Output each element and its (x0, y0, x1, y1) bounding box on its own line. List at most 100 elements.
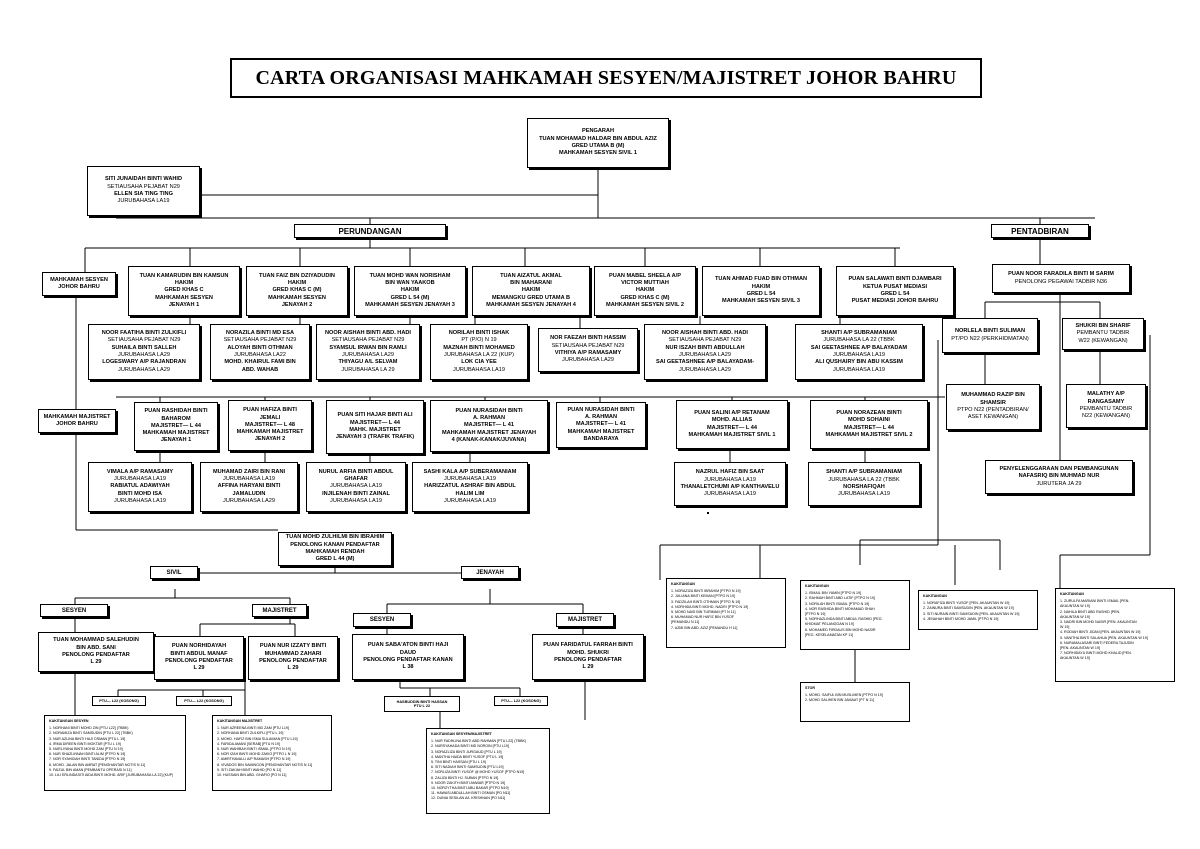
list-item: 3. NORAZLIZA BINTI JURGAUD [PTU L 19] (431, 749, 502, 754)
box-line: JURUBAHASA LA29 (223, 497, 275, 504)
list-item: 5. NURLIYANA BINTI MOHD ZAM [PTU N 19] (49, 747, 123, 752)
list-item: [PEMANDU N 11] (671, 620, 700, 625)
box-line: AFFINA HARYANI BINTI (217, 483, 281, 490)
box-line: PUAN SALINI A/P RETANAM (694, 409, 770, 416)
list-item: AKAUNTAN W 19] (1060, 656, 1090, 661)
list-item: 11. HAWASI ABDULLAH BINTI OSMAN [PO N11] (431, 791, 511, 796)
box-line: MAJISTRET— L 48 (245, 421, 295, 428)
box-line: MOHD SOHAINI (848, 417, 890, 424)
box-line: A. RAHMAN (584, 414, 617, 421)
box-line: MUHAMAD ZAIRI BIN RANI (212, 468, 286, 475)
list-header: KAKITANGAN (1060, 592, 1084, 596)
box-line: VITHIYA A/P RAMASAMY (554, 350, 622, 356)
box-line: MAJISTRET— L 44 (151, 422, 201, 429)
box-line: BANDARAYA (583, 435, 619, 442)
list-item: 5. NUR WAHIBAH BINTI ISMAIL [PTPO N 19] (217, 747, 291, 752)
box-line: MAHKAMAH SESYEN JENAYAH 4 (486, 301, 576, 308)
box-line: SAI GEETASHNEE A/P BALAYADAM (810, 344, 908, 351)
box-line: JURUBAHASA LA19 (114, 476, 166, 483)
list-item: 9. FAIZUL BIN AMAN [PEMBANTU OPERASI N 1… (49, 767, 132, 772)
list-item: 9. SITI ZAKIAH BINTI WAHID [PO N 11] (217, 767, 282, 772)
list-item: 2. NAHILA BINTI ABD RASHID [PEN. (1060, 609, 1121, 614)
list-item: 2. MOHD SALIHEN BIN JAMAAT [PT N 11] (805, 698, 875, 703)
box-line: JENAYAH 3 (TRAFIK TRAFIK) (335, 434, 415, 441)
list-item: 6. SITI NADIAH BINTI SAMSUDIN [PTU L19] (431, 765, 504, 770)
box-line: SETIAUSAHA PEJABAT N29 (107, 183, 180, 190)
list-header: KAKITANGAN MAJISTRET (217, 719, 263, 723)
box-line: GRED L 54 (880, 291, 910, 297)
box-line: PENOLONG PENDAFTAR (554, 657, 622, 663)
list-item: 12. DUNIA SESILAN A/L KRISHNAN [PO N11] (431, 796, 506, 801)
box-line: MAJISTRET— L 44 (350, 419, 400, 426)
ptu-kosong-3: PTU— L22 (KOSONG) (494, 696, 548, 706)
box-line: JURUBAHASA LA19 (704, 476, 756, 483)
box-line: MAHKAMAH SESYEN (268, 294, 326, 301)
box-line: BIN MAHARANI (510, 280, 552, 287)
box-line: MAHKAMAH MAJISTRET (43, 413, 111, 420)
list-item: 2. RAHMAH BINTI ABD LATIF [PTPO N 19] (805, 596, 875, 601)
list-item: 5. MOHD NASI BIN TURIMAN [PT N 11] (671, 610, 736, 615)
list-item: 3. NADRI BIN MOHD NASIR [PEN. AKAUNTAN (1060, 620, 1137, 625)
box-line: MOHD. ALLIAS (711, 417, 753, 424)
box-line: JURUBAHASA LA19 (453, 366, 505, 373)
box-line: JURUBAHASA LA19 (704, 491, 756, 498)
list-item: 10. LILI ERLINDASITI AIDA BINTI MOHD. AR… (49, 773, 174, 778)
box-line: PUAN FARIDATUL FARRAH BINTI (543, 642, 633, 649)
box-line: HAKIM (635, 287, 655, 294)
list-item: 3. MOHD. HAFIZ BIN ISMA SULAIMAN [PTU L1… (217, 736, 298, 741)
box-line: JURUBAHASA LA29 (679, 366, 731, 373)
box-line: GRED KHAS C (M) (620, 294, 670, 301)
box-line: MAHKAMAH SESYEN SIVIL 1 (559, 150, 637, 157)
ptu-kosong-1-text: PTU— L22 (KOSONG) (99, 699, 139, 703)
box-line: SYAMSUL IRWAN BIN RAMLI (329, 344, 407, 351)
box-line: MAHKAMAH SESYEN JENAYAH 3 (365, 301, 455, 308)
box-line: JURUBAHASA LA29 (342, 352, 394, 358)
box-line: NOOR FAATIHA BINTI ZULKIFLI (101, 330, 187, 337)
box-line: JURUBAHASA LA22 (234, 352, 286, 358)
box-line: PUAN SITI HAJAR BINTI ALI (337, 412, 413, 419)
box-line: THANALETCHUMI A/P KANTHAVELU (680, 484, 780, 490)
box-line: PUAN NUR IZZATY BINTI (259, 643, 327, 650)
box-line: HAKIM (751, 283, 771, 290)
list-item: AKAUNTAN W 19] (1060, 614, 1090, 619)
list-item: 4. MANTHA HAIDA BINTI YUSOF [PTU L 19] (431, 754, 504, 759)
box-line: PUAN MABEL SHEELA A/P (609, 272, 681, 279)
box-line: MAJISTRET— L 41 (576, 421, 626, 428)
box-line: MAHKAMAH SESYEN (155, 294, 213, 301)
list-item: 1. NORAFIZA BINTI YUSOF [PEN. AKAUNTAN W… (923, 601, 1010, 606)
box-line: JURUBAHASA LA19 (444, 497, 496, 504)
box-line: NORLELA BINTI SULIMAN (954, 328, 1026, 335)
list-item: 3. FADZILAH BINTI OTHMAN [PTPO N 19] (671, 599, 741, 604)
box-line: MAHKAMAH MAJISTRET (236, 429, 304, 436)
box-line: JURUBAHASA LA19 (223, 476, 275, 483)
box-line: JEMALI (259, 414, 281, 421)
box-line: MAHKAMAH SESYEN SIVIL 3 (722, 298, 800, 305)
box-line: PENOLONG KANAN PENDAFTAR (290, 541, 380, 548)
list-item: AKAUNTAN W 19] (1060, 604, 1090, 609)
box-line: GRED UTAMA B (M) (571, 143, 625, 149)
box-line: INJILENAH BINTI ZAINAL (322, 490, 390, 497)
box-line: JENAYAH 2 (254, 436, 286, 443)
box-line: VIMALA A/P RAMASAMY (106, 468, 174, 475)
list-kakitangan-majistret-sivil: KAKITANGAN MAJISTRET 1. NUR AZREENA BINTI… (212, 715, 332, 791)
box-line: NOOR AISHAH BINTI ABD. HADI (662, 330, 748, 337)
list-item: 1. NUR AZREENA BINTI MD ZAM [PTU L19] (217, 726, 289, 731)
box-line: L 38 (402, 664, 414, 671)
list-item: 9. NOOR ZAKITH BINTI ANWAR [PTPO N 19] (431, 780, 506, 785)
list-item: 6. MOHAMED FIRDAUS BIN MOHD NASIR (805, 627, 876, 632)
list-item: 10. NORZYTHA BINTI ABU BAKAR [PTPO N19] (431, 786, 509, 791)
box-line: SASHI KALA A/P SUBERAMANIAM (423, 468, 517, 475)
